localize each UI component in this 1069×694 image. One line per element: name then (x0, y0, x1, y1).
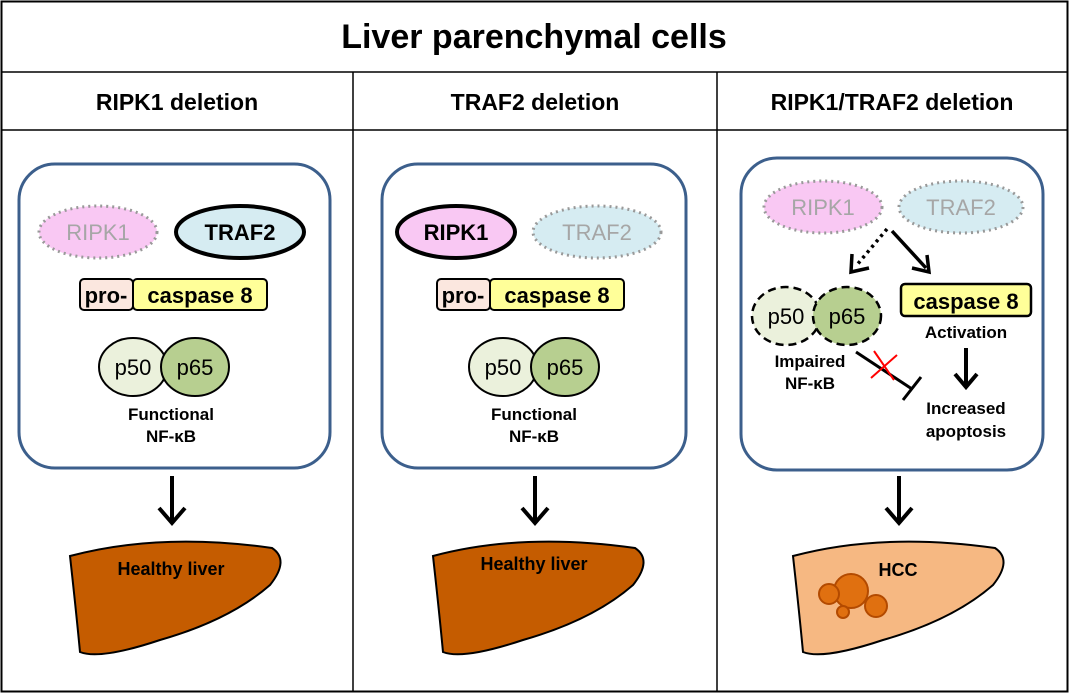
panel-double-deletion: RIPK1 TRAF2 p50 p65 caspase 8 Activation… (739, 156, 1045, 656)
page-title: Liver parenchymal cells (341, 18, 727, 56)
ripk1-oval (395, 204, 517, 260)
traf2-label: TRAF2 (205, 220, 276, 245)
solid-arrow-head (911, 254, 932, 275)
apoptosis-label-line2: apoptosis (926, 422, 1006, 441)
down-arrow-head (157, 506, 187, 527)
tumor-nodule-small (836, 605, 850, 619)
panel-header-double-deletion: RIPK1/TRAF2 deletion (771, 89, 1014, 115)
nfkb-state-label: Impaired (775, 352, 846, 371)
down-arrow-head (520, 506, 550, 527)
caspase8-label: caspase 8 (147, 283, 252, 308)
healthy-liver-shape (431, 540, 645, 656)
ripk1-label: RIPK1 (791, 195, 855, 220)
apoptosis-label-line1: Increased (926, 399, 1005, 418)
traf2-deleted-oval (897, 179, 1025, 235)
nfkb-label: NF-κB (509, 427, 559, 446)
p65-oval (530, 337, 600, 397)
ripk1-deleted-oval (37, 204, 159, 260)
traf2-label: TRAF2 (562, 220, 632, 245)
liver-label: Healthy liver (117, 559, 224, 579)
activation-label: Activation (925, 323, 1007, 342)
nfkb-state-label: Functional (128, 405, 214, 424)
caspase8-active-box (899, 282, 1033, 318)
ripk1-label: RIPK1 (424, 220, 489, 245)
ripk1-deleted-oval (762, 179, 884, 235)
p50-label: p50 (768, 304, 805, 329)
caspase8-box (132, 278, 268, 311)
nfkb-label: NF-κB (146, 427, 196, 446)
solid-arrow-shaft (890, 229, 928, 270)
p65-impaired-oval (811, 285, 883, 347)
p50-label: p50 (115, 355, 152, 380)
traf2-deleted-oval (531, 204, 663, 260)
caspase8-label: caspase 8 (913, 289, 1018, 314)
nfkb-label: NF-κB (785, 374, 835, 393)
down-arrow-head (884, 506, 914, 527)
tumor-nodule (818, 583, 840, 605)
ripk1-label: RIPK1 (66, 220, 130, 245)
liver-label: HCC (879, 560, 918, 580)
nfkb-state-label: Functional (491, 405, 577, 424)
hcc-liver-shape (791, 540, 1005, 656)
inhibition-bar (901, 376, 923, 401)
pro-label: pro- (85, 283, 128, 308)
inhibition-line (855, 350, 913, 391)
healthy-liver-shape (68, 540, 282, 656)
liver-label: Healthy liver (480, 554, 587, 574)
p50-label: p50 (485, 355, 522, 380)
p65-label: p65 (829, 304, 866, 329)
tumor-nodule (864, 594, 888, 618)
caspase8-label: caspase 8 (504, 283, 609, 308)
panel-traf2-deletion: RIPK1 TRAF2 pro- caspase 8 p50 p65 Funct… (380, 162, 688, 656)
traf2-label: TRAF2 (926, 195, 996, 220)
pro-label: pro- (442, 283, 485, 308)
red-cross-stroke-2 (870, 354, 898, 379)
cell-outline (739, 156, 1045, 472)
apoptosis-arrow-head (953, 372, 979, 391)
panel-header-traf2-deletion: TRAF2 deletion (451, 89, 620, 115)
p65-label: p65 (177, 355, 214, 380)
panel-header-ripk1-deletion: RIPK1 deletion (96, 89, 258, 115)
dotted-arrow-shaft (854, 227, 889, 268)
traf2-oval (174, 204, 306, 260)
p65-oval (160, 337, 230, 397)
p65-label: p65 (547, 355, 584, 380)
dotted-arrow-head (849, 253, 870, 275)
panel-ripk1-deletion: RIPK1 TRAF2 pro- caspase 8 p50 p65 Funct… (17, 162, 332, 656)
caspase8-box (489, 278, 625, 311)
